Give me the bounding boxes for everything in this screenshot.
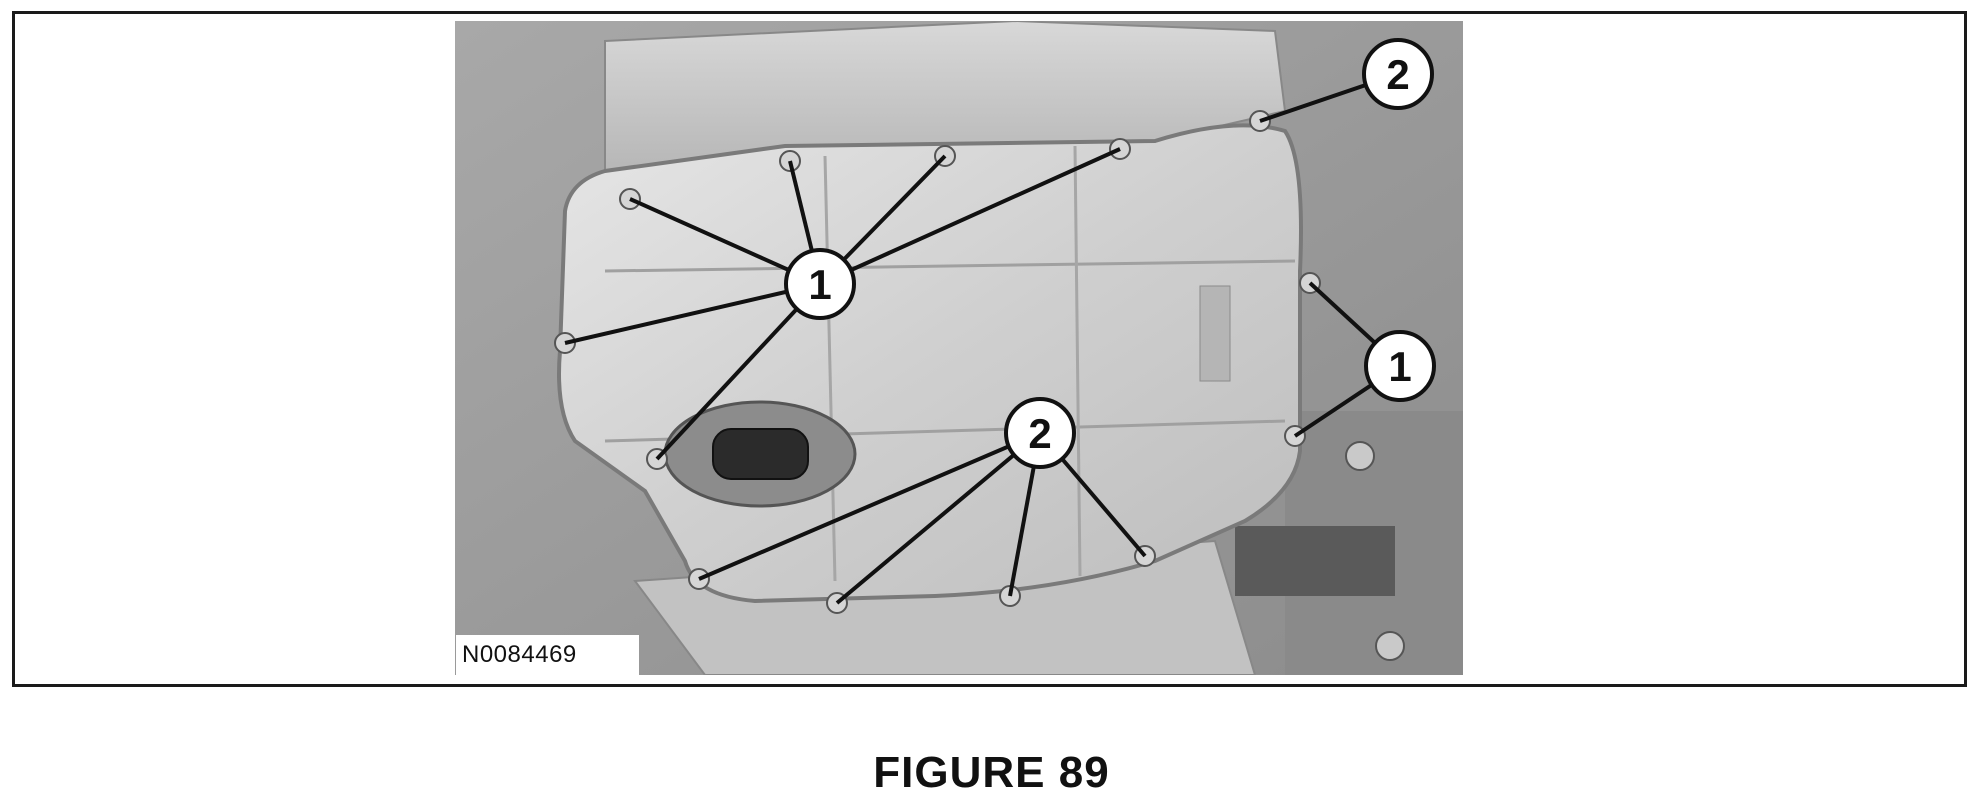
bracket-bolt-bottom (1375, 631, 1405, 661)
callout-circle (1362, 38, 1434, 110)
callout-label: 2 (1028, 410, 1051, 457)
pan-rib-vertical (823, 155, 837, 582)
pan-rib-horizontal (604, 259, 1296, 273)
photo-illustration: 1 1 2 2 (455, 21, 1463, 675)
callout-2-top: 2 (1362, 38, 1434, 110)
callout-1-right: 1 (1364, 330, 1436, 402)
side-cover-pan (557, 123, 1303, 604)
stamped-marking (1199, 285, 1231, 382)
rubber-mount (1235, 526, 1395, 596)
image-reference-number: N0084469 (456, 635, 639, 675)
callout-circle (784, 248, 856, 320)
callout-label: 2 (1386, 51, 1409, 98)
pan-rib-vertical-2 (1073, 145, 1082, 577)
callout-2-bottom: 2 (1004, 397, 1076, 469)
transmission-cover-photo: 1 1 2 2 (455, 21, 1463, 675)
callout-circle (1364, 330, 1436, 402)
callout-1-left: 1 (784, 248, 856, 320)
callout-label: 1 (808, 261, 831, 308)
figure-caption: FIGURE 89 (873, 748, 1110, 797)
bracket-bolt-top (1345, 441, 1375, 471)
callout-circle (1004, 397, 1076, 469)
electrical-connector (712, 428, 809, 480)
callout-label: 1 (1388, 343, 1411, 390)
